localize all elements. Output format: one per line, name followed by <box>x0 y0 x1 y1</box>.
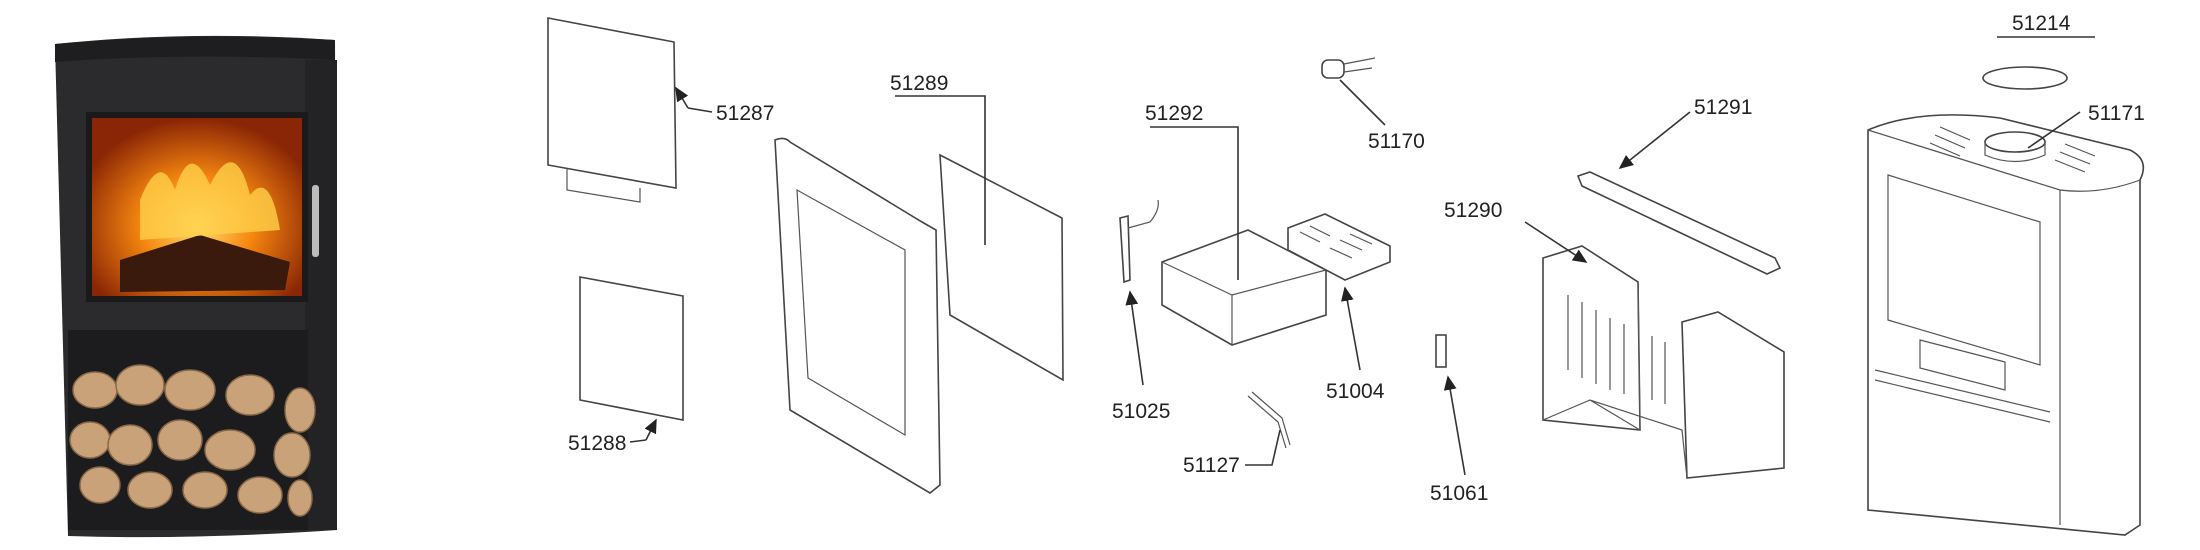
part-51061-bracket: 51061 <box>1430 334 1488 505</box>
part-51292-ash-pan: 51292 <box>1145 102 1327 346</box>
part-label-51288: 51288 <box>568 432 626 455</box>
part-label-51061: 51061 <box>1430 482 1488 505</box>
part-label-51171: 51171 <box>2088 102 2145 125</box>
part-51004-grate: 51004 <box>1287 213 1391 403</box>
part-51170-air-control-knob: 51170 <box>1321 57 1425 153</box>
part-51025-handle: 51025 <box>1112 199 1170 423</box>
part-51127-clip: 51127 <box>1183 391 1291 477</box>
part-51288-lower-panel: 51288 <box>568 276 684 455</box>
stove-product-photo <box>55 35 337 538</box>
part-label-51287: 51287 <box>716 102 774 125</box>
part-51291-baffle-plate: 51291 <box>1576 96 1782 275</box>
part-label-51004: 51004 <box>1326 380 1385 403</box>
part-51290-firebox-liner: 51290 <box>1444 199 1785 479</box>
part-label-51214: 51214 <box>2012 12 2071 35</box>
part-label-51127: 51127 <box>1183 454 1240 477</box>
part-label-51170: 51170 <box>1368 130 1425 153</box>
firewood-logs <box>69 364 316 517</box>
part-label-51290: 51290 <box>1444 199 1502 222</box>
part-51214-flue-cover: 51214 <box>1982 12 2095 90</box>
part-label-51025: 51025 <box>1112 400 1170 423</box>
top-vent-slots <box>1929 126 2096 173</box>
part-label-51291: 51291 <box>1694 96 1752 119</box>
part-label-51292: 51292 <box>1145 102 1203 125</box>
part-51171-stove-body: 51171 <box>1867 102 2145 536</box>
firebox-slots <box>1567 295 1666 404</box>
part-label-51289: 51289 <box>890 72 948 95</box>
part-51287-side-panel: 51287 <box>547 17 774 203</box>
part-51289-door-and-glass: 51289 <box>774 72 1064 494</box>
